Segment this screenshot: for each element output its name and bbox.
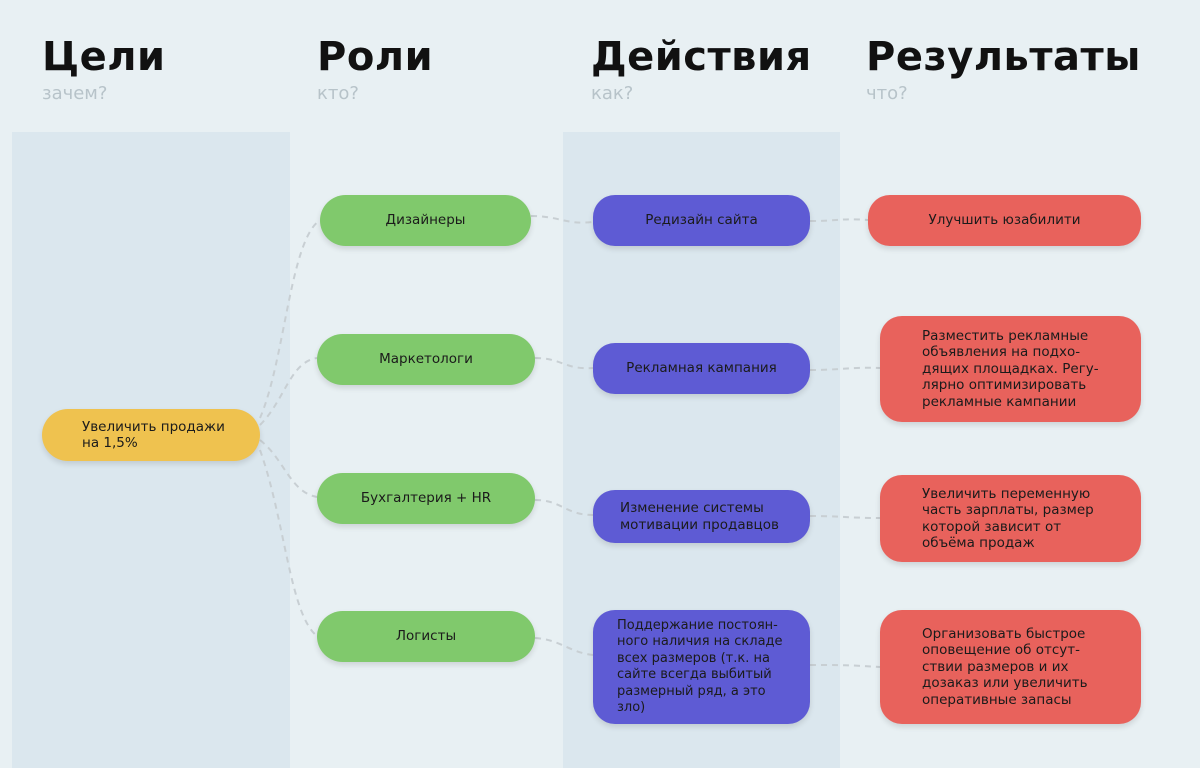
connector-goal-logistics (259, 449, 318, 637)
connector-designers-redesign (530, 215, 594, 224)
connector-campaign-ads (809, 366, 881, 371)
role-designers: Дизайнеры (320, 195, 531, 246)
connector-goal-designers (259, 219, 321, 419)
action-redesign: Редизайн сайта (593, 195, 810, 246)
goals-heading: Цели (42, 34, 166, 80)
connector-marketers-campaign (534, 357, 594, 370)
role-logistics: Логисты (317, 611, 535, 662)
results-heading: Результаты (866, 34, 1141, 80)
result-usability: Улучшить юзабилити (868, 195, 1141, 246)
connector-logistics-stock (534, 637, 594, 656)
goals-subheading: зачем? (42, 83, 108, 104)
action-ad-campaign: Рекламная кампания (593, 343, 810, 394)
connector-group (259, 215, 881, 668)
connector-accounting-motivation (534, 499, 594, 516)
role-marketers: Маркетологи (317, 334, 535, 385)
action-stock-sizes: Поддержание постоян-ного наличия на скла… (593, 610, 810, 724)
connector-motivation-salary (809, 515, 881, 519)
connector-goal-accounting (259, 439, 318, 498)
connector-goal-marketers (259, 357, 318, 426)
roles-subheading: кто? (317, 83, 359, 104)
actions-subheading: как? (591, 83, 634, 104)
connector-redesign-usability (809, 218, 869, 222)
results-subheading: что? (866, 83, 908, 104)
role-accounting-hr: Бухгалтерия + HR (317, 473, 535, 524)
actions-heading: Действия (591, 34, 812, 80)
connector-stock-alerts (809, 664, 881, 668)
roles-heading: Роли (317, 34, 434, 80)
